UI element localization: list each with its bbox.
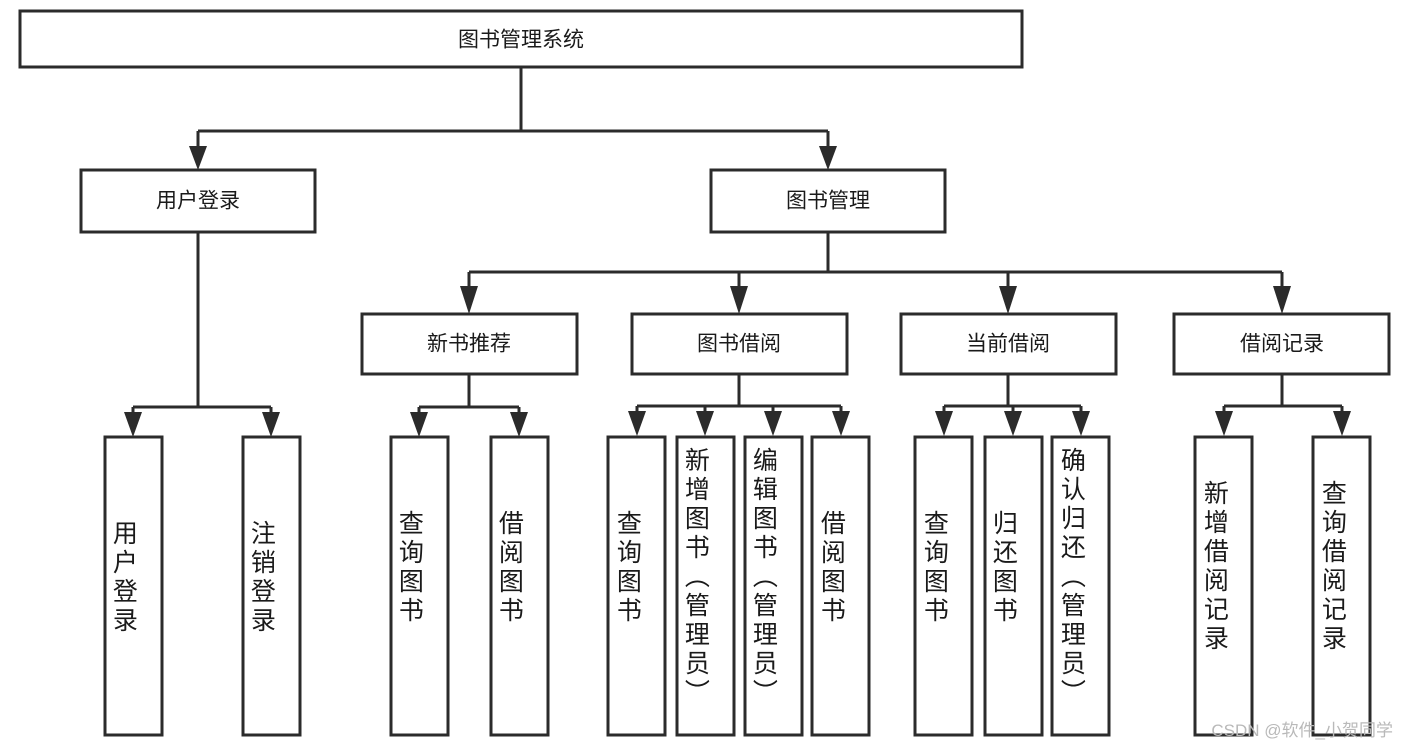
node-label-leaf-edit-book: 编辑图书（管理员） [749, 447, 778, 708]
node-leaf-query-book-2[interactable]: 查询图书 [606, 435, 667, 737]
node-box-leaf-query-book-3[interactable] [913, 435, 974, 737]
node-leaf-query-book-3[interactable]: 查询图书 [913, 435, 974, 737]
node-label-new-book-recommend: 新书推荐 [427, 333, 511, 356]
node-leaf-query-book-1[interactable]: 查询图书 [389, 435, 450, 737]
node-label-user-login: 用户登录 [156, 190, 240, 213]
node-box-leaf-query-book-2[interactable] [606, 435, 667, 737]
arrowhead-leaf-borrow-book-2 [832, 411, 850, 436]
arrowhead-borrow-record [1273, 286, 1291, 314]
node-box-book-management[interactable] [709, 168, 947, 234]
node-label-book-borrow: 图书借阅 [697, 333, 781, 356]
node-leaf-confirm-return[interactable]: 确认归还（管理员） [1050, 435, 1111, 737]
arrowhead-leaf-query-book-1 [410, 412, 428, 437]
node-label-leaf-borrow-book-1: 借阅图书 [495, 510, 524, 626]
arrowhead-leaf-query-book-3 [935, 411, 953, 436]
node-borrow-record[interactable]: 借阅记录 [1172, 312, 1391, 376]
node-leaf-user-login[interactable]: 用户登录 [103, 435, 164, 737]
node-box-leaf-user-logout[interactable] [241, 435, 302, 737]
node-label-leaf-return-book: 归还图书 [989, 510, 1018, 626]
node-box-root[interactable] [18, 9, 1024, 69]
node-box-leaf-query-record[interactable] [1311, 435, 1372, 737]
node-box-leaf-add-book[interactable] [675, 435, 736, 737]
node-box-leaf-add-record[interactable] [1193, 435, 1254, 737]
node-label-leaf-add-book: 新增图书（管理员） [681, 447, 710, 708]
node-box-leaf-return-book[interactable] [983, 435, 1044, 737]
arrowhead-leaf-confirm-return [1072, 411, 1090, 436]
arrowhead-new-book-recommend [460, 286, 478, 314]
node-box-leaf-borrow-book-2[interactable] [810, 435, 871, 737]
arrowhead-leaf-user-login [124, 412, 142, 437]
node-current-borrow[interactable]: 当前借阅 [899, 312, 1118, 376]
node-box-leaf-confirm-return[interactable] [1050, 435, 1111, 737]
node-box-current-borrow[interactable] [899, 312, 1118, 376]
node-new-book-recommend[interactable]: 新书推荐 [360, 312, 579, 376]
node-leaf-borrow-book-2[interactable]: 借阅图书 [810, 435, 871, 737]
node-leaf-add-record[interactable]: 新增借阅记录 [1193, 435, 1254, 737]
node-box-borrow-record[interactable] [1172, 312, 1391, 376]
connector-layer [124, 67, 1351, 437]
node-box-new-book-recommend[interactable] [360, 312, 579, 376]
node-label-leaf-query-book-3: 查询图书 [920, 510, 949, 626]
node-leaf-query-record[interactable]: 查询借阅记录 [1311, 435, 1372, 737]
arrowhead-leaf-add-book [696, 411, 714, 436]
node-leaf-return-book[interactable]: 归还图书 [983, 435, 1044, 737]
arrowhead-current-borrow [999, 286, 1017, 314]
node-user-login[interactable]: 用户登录 [79, 168, 317, 234]
node-leaf-user-logout[interactable]: 注销登录 [241, 435, 302, 737]
node-book-borrow[interactable]: 图书借阅 [630, 312, 849, 376]
node-label-root: 图书管理系统 [458, 29, 584, 52]
node-box-leaf-user-login[interactable] [103, 435, 164, 737]
node-box-leaf-borrow-book-1[interactable] [489, 435, 550, 737]
node-label-leaf-query-book-1: 查询图书 [395, 510, 424, 626]
node-label-leaf-user-logout: 注销登录 [247, 520, 276, 636]
node-label-leaf-query-book-2: 查询图书 [613, 510, 642, 626]
node-box-user-login[interactable] [79, 168, 317, 234]
node-leaf-add-book[interactable]: 新增图书（管理员） [675, 435, 736, 737]
arrowhead-leaf-query-record [1333, 411, 1351, 436]
node-label-current-borrow: 当前借阅 [966, 333, 1050, 356]
arrowhead-user-login [189, 146, 207, 170]
arrowhead-leaf-return-book [1004, 411, 1022, 436]
arrowhead-book-borrow [730, 286, 748, 314]
node-leaf-edit-book[interactable]: 编辑图书（管理员） [743, 435, 804, 737]
node-label-leaf-user-login: 用户登录 [109, 520, 138, 636]
node-leaf-borrow-book-1[interactable]: 借阅图书 [489, 435, 550, 737]
node-box-leaf-query-book-1[interactable] [389, 435, 450, 737]
arrowhead-book-management [819, 146, 837, 170]
node-book-management[interactable]: 图书管理 [709, 168, 947, 234]
node-box-leaf-edit-book[interactable] [743, 435, 804, 737]
node-label-leaf-query-record: 查询借阅记录 [1318, 480, 1347, 654]
node-label-leaf-borrow-book-2: 借阅图书 [817, 510, 846, 626]
arrowhead-leaf-edit-book [764, 411, 782, 436]
arrowhead-leaf-user-logout [262, 412, 280, 437]
node-box-book-borrow[interactable] [630, 312, 849, 376]
arrowhead-leaf-borrow-book-1 [510, 412, 528, 437]
node-book-management-system[interactable]: 图书管理系统 [18, 9, 1024, 69]
node-label-book-management: 图书管理 [786, 190, 870, 213]
node-label-leaf-add-record: 新增借阅记录 [1200, 480, 1229, 654]
node-label-borrow-record: 借阅记录 [1240, 333, 1324, 356]
arrowhead-leaf-query-book-2 [628, 411, 646, 436]
arrowhead-leaf-add-record [1215, 411, 1233, 436]
node-label-leaf-confirm-return: 确认归还（管理员） [1057, 447, 1086, 708]
